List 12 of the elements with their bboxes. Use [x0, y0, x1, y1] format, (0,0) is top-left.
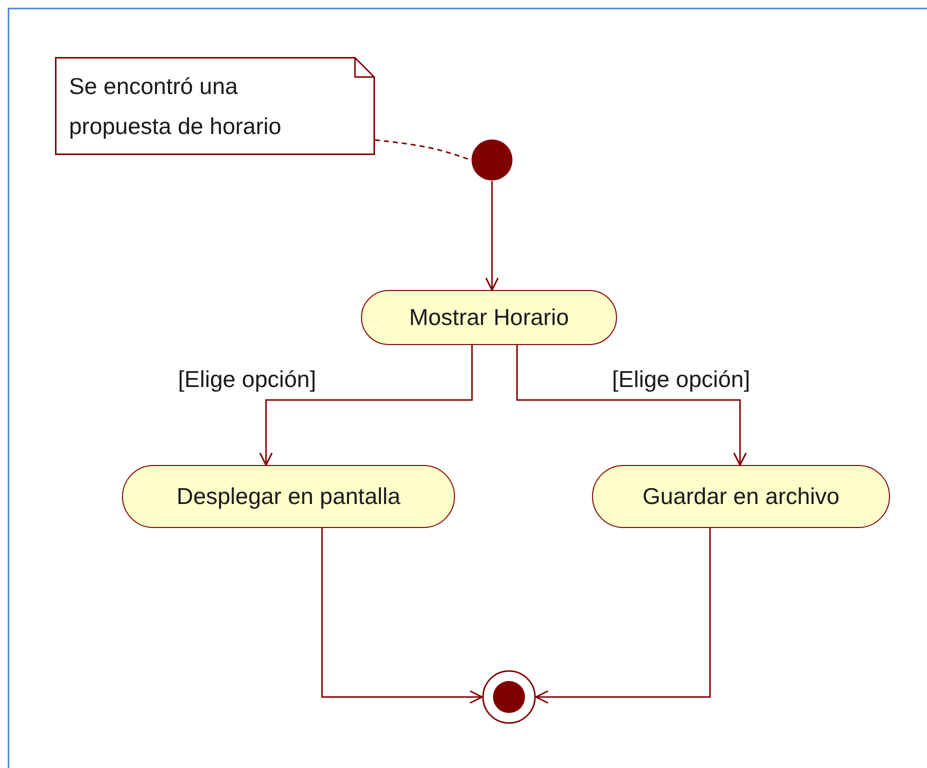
action-label: Mostrar Horario — [409, 304, 569, 331]
action-label: Desplegar en pantalla — [176, 483, 400, 510]
arrow — [516, 345, 747, 466]
final-node — [482, 670, 536, 724]
arrow — [535, 528, 711, 704]
note — [55, 57, 375, 155]
initial-node — [471, 139, 513, 181]
arrow — [485, 181, 499, 291]
note-text: Se encontró una propuesta de horario — [69, 72, 282, 141]
arrow — [259, 345, 473, 466]
arrow — [321, 528, 483, 704]
action-label: Guardar en archivo — [642, 483, 840, 510]
